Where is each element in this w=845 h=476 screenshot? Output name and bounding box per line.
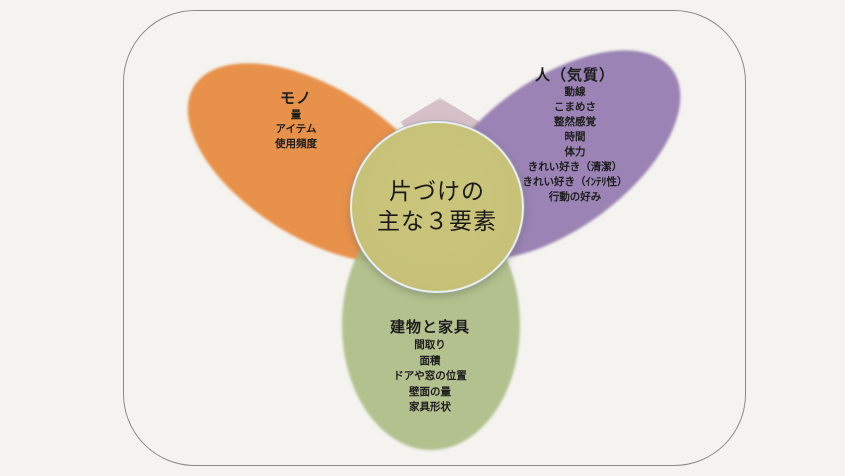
center-circle: 片づけの 主な３要素 <box>350 121 524 293</box>
center-title-line1: 片づけの <box>389 179 485 205</box>
group-item: こまめさ <box>554 101 596 113</box>
group-item: 面積 <box>419 354 441 367</box>
group-item: ドアや窓の位置 <box>393 370 467 382</box>
group-item: 壁面の量 <box>409 385 451 398</box>
group-item: アイテム <box>275 123 317 136</box>
group-item: 整然感覚 <box>554 116 596 128</box>
group-item: きれい好き（清潔） <box>527 161 623 173</box>
group-item: 家具形状 <box>409 401 451 413</box>
group-title: 人（気質） <box>534 66 615 84</box>
group-title: モノ <box>279 89 312 107</box>
group-title: 建物と家具 <box>389 318 470 336</box>
group-person: 人（気質） 動線 こまめさ 整然感覚 時間 体力 きれい好き（清潔） きれい好き… <box>505 65 645 205</box>
group-item: きれい好き（ｲﾝﾃﾘ性） <box>522 176 628 188</box>
group-item: 体力 <box>564 146 586 158</box>
group-item: 量 <box>290 109 302 121</box>
group-item: 間取り <box>414 339 446 351</box>
group-item: 使用頻度 <box>275 137 317 150</box>
group-item: 動線 <box>564 86 586 98</box>
group-item: 行動の好み <box>548 191 602 203</box>
center-title-line2: 主な３要素 <box>377 209 497 235</box>
group-mono: モノ 量 アイテム 使用頻度 <box>246 88 346 151</box>
group-item: 時間 <box>564 131 586 143</box>
group-building: 建物と家具 間取り 面積 ドアや窓の位置 壁面の量 家具形状 <box>370 316 490 416</box>
